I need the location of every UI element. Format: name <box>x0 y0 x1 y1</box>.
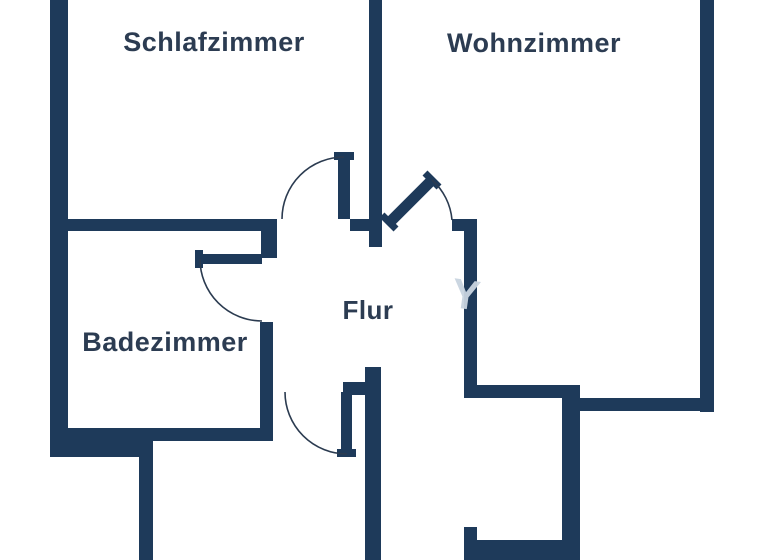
badezimmer-right-wall <box>260 322 273 438</box>
wohnzimmer-door-leaf-cap <box>379 212 399 232</box>
room-label-flur: Flur <box>342 295 393 325</box>
doors-layer <box>195 152 453 457</box>
schlafzimmer-bottom-wall <box>68 219 261 231</box>
outer-step-vertical-wall <box>139 457 153 560</box>
badezimmer-door-arc <box>199 258 263 322</box>
watermark: Y <box>449 269 483 319</box>
flur-door-stub <box>343 382 365 395</box>
schlafzimmer-door-arc <box>281 156 345 220</box>
flur-bottom-left-wall <box>365 367 381 560</box>
outer-step-horizontal-wall <box>50 441 153 457</box>
right-outer-wall <box>700 0 714 412</box>
bottom-wall <box>464 540 580 560</box>
badezimmer-door-leaf <box>199 254 262 264</box>
bottom-wall-stub <box>464 527 477 541</box>
wohnzimmer-door-arc <box>431 179 453 221</box>
badezimmer-door-cap <box>195 250 203 268</box>
flur-door-leaf <box>341 392 352 453</box>
schlafzimmer-door-jamb <box>261 219 277 258</box>
wohnzimmer-bottom-left-wall <box>464 385 562 398</box>
room-label-badezimmer: Badezimmer <box>82 327 248 357</box>
wohnzimmer-door-leaf <box>385 176 436 227</box>
flur-door-cap <box>337 449 356 457</box>
walls-layer <box>50 0 714 560</box>
room-label-schlafzimmer: Schlafzimmer <box>123 27 305 57</box>
left-outer-wall <box>50 0 68 457</box>
flur-door-arc <box>284 391 348 455</box>
wall-between-doors <box>350 219 382 231</box>
wohnzimmer-bottom-right-wall <box>562 398 714 411</box>
step-wall-vertical <box>562 385 580 560</box>
schlafzimmer-door-leaf <box>338 156 350 219</box>
room-divider-wall <box>369 0 382 247</box>
badezimmer-bottom-wall <box>50 428 273 441</box>
flur-right-wall <box>464 219 477 398</box>
schlafzimmer-door-cap <box>334 152 354 160</box>
room-label-wohnzimmer: Wohnzimmer <box>447 28 621 58</box>
